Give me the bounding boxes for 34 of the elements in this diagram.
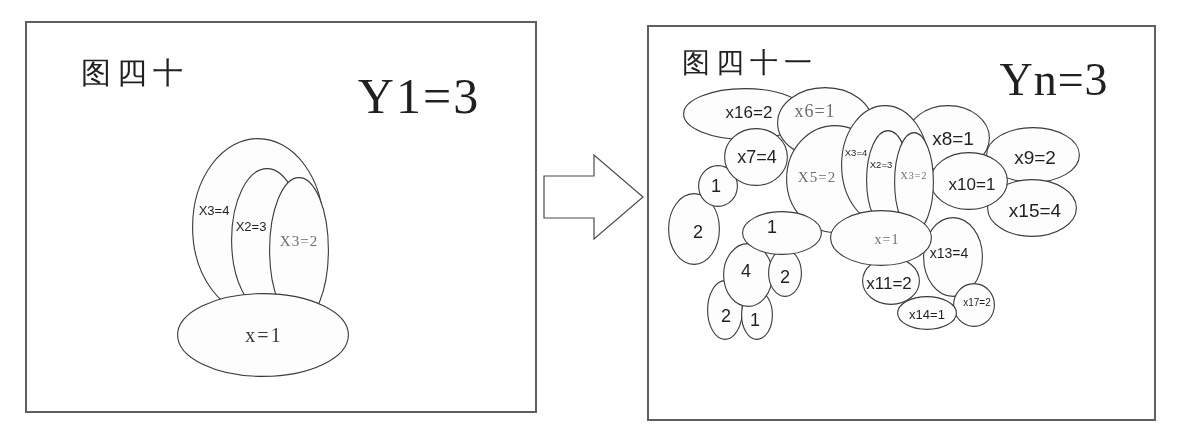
value-label: x8=1 (932, 128, 974, 148)
value-label: x14=1 (909, 307, 945, 321)
value-label: X3=4 (198, 203, 230, 217)
value-label: x15=4 (1008, 200, 1062, 220)
block-arrow (543, 153, 644, 241)
value-label: x13=4 (929, 246, 969, 260)
figure-panel (25, 21, 537, 413)
value-label: X5=2 (797, 169, 837, 185)
equation-label: Y1=3 (357, 71, 481, 121)
value-label: 4 (741, 262, 751, 280)
value-label: x9=2 (1014, 147, 1056, 167)
value-label: 2 (780, 268, 790, 286)
equation-label: Yn=3 (999, 57, 1109, 103)
value-label: 2 (721, 307, 731, 325)
value-label: 2 (693, 223, 703, 241)
value-label: X2=3 (869, 160, 893, 170)
figure-panel (647, 25, 1156, 421)
value-label: X3=2 (279, 233, 319, 249)
value-label: X2=3 (235, 219, 267, 233)
value-label: 1 (767, 218, 777, 236)
figure-title: 图四十 (81, 58, 189, 88)
value-label: x10=1 (948, 175, 996, 193)
value-label: X3=4 (844, 148, 868, 158)
value-label: x6=1 (794, 102, 836, 120)
value-label: x=1 (245, 325, 283, 345)
value-label: 1 (750, 311, 760, 329)
value-label: X3=2 (900, 171, 928, 181)
value-label: 1 (711, 177, 721, 195)
value-label: x17=2 (963, 298, 991, 308)
value-label: x11=2 (866, 274, 912, 292)
value-label: x16=2 (725, 103, 773, 121)
value-label: x7=4 (737, 148, 777, 166)
figure-title: 图四十一 (682, 49, 818, 77)
value-label: x=1 (874, 233, 900, 247)
